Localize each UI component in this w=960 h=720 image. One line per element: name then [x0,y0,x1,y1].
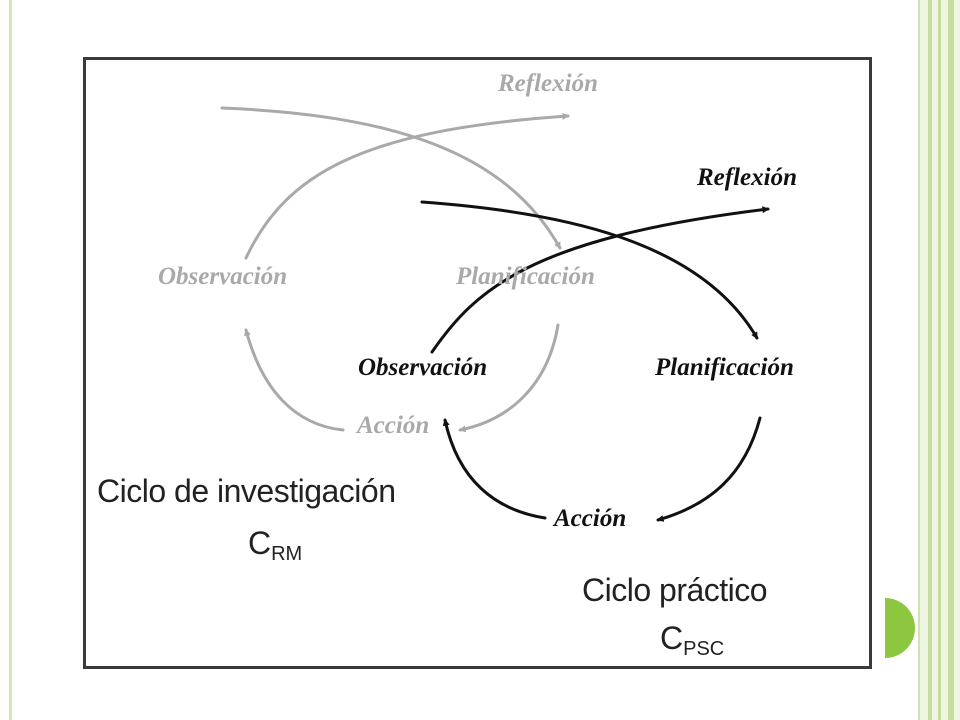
diagram-frame [83,57,872,669]
research-symbol-main: C [248,525,272,561]
research-cycle-caption: Ciclo de investigación [97,473,396,509]
practical-cycle-symbol: CPSC [660,620,724,661]
slide-right-panel [918,0,960,720]
research-reflexion-label: Reflexión [498,70,598,97]
practical-symbol-sub: PSC [683,638,725,660]
practical-arrow-to-reflexion [430,206,770,354]
practical-accion-label: Acción [554,505,627,532]
slide-left-rule [9,0,12,720]
practical-observacion-label: Observación [358,354,488,381]
research-symbol-sub: RM [271,543,303,565]
research-planificacion-label: Planificación [456,263,595,290]
research-arrow-to-planificacion [220,106,562,250]
research-arrow-to-reflexion [244,112,570,260]
research-arrow-to-observacion [244,328,345,432]
practical-reflexion-label: Reflexión [697,164,797,191]
practical-arrow-to-observacion [442,418,547,520]
practical-arrow-to-planificacion [420,200,759,340]
research-observacion-label: Observación [158,263,288,290]
practical-planificacion-label: Planificación [655,354,794,381]
practical-arrow-to-accion [656,416,762,522]
research-cycle-symbol: CRM [248,525,302,566]
research-arrow-to-accion [458,323,560,433]
practical-symbol-main: C [660,620,684,656]
practical-cycle-caption: Ciclo práctico [582,572,768,608]
research-accion-label: Acción [357,412,430,439]
